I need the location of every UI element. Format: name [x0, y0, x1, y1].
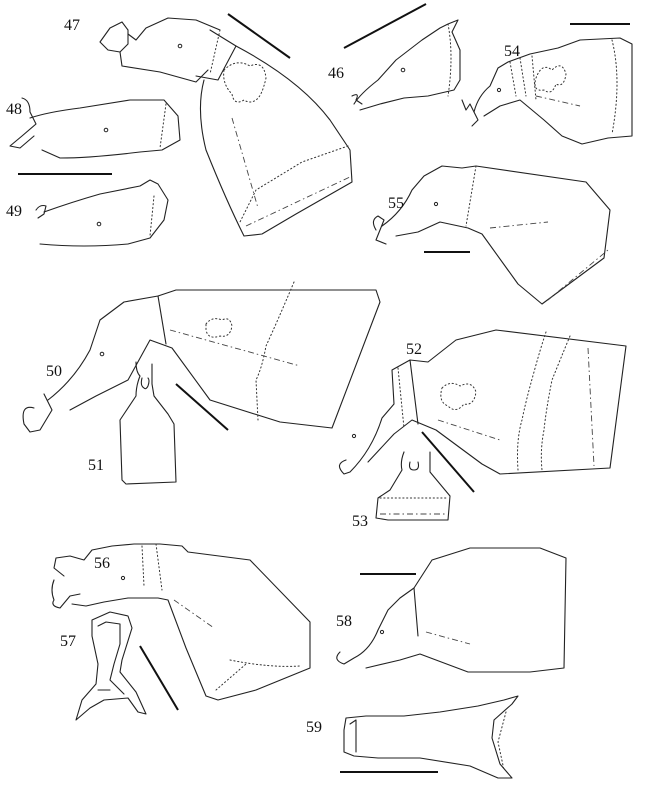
label-58: 58 — [336, 613, 352, 630]
label-50: 50 — [46, 363, 62, 380]
figure-49 — [35, 179, 169, 247]
label-55: 55 — [388, 195, 404, 212]
label-57: 57 — [60, 633, 76, 650]
label-47: 47 — [64, 17, 80, 34]
label-59: 59 — [306, 719, 322, 736]
figure-58 — [336, 547, 567, 673]
figure-55 — [372, 165, 611, 305]
label-46: 46 — [328, 65, 344, 82]
figure-52 — [338, 329, 627, 493]
figure-47 — [99, 13, 353, 237]
figure-48 — [9, 97, 181, 175]
figure-51 — [119, 361, 177, 485]
label-56: 56 — [94, 555, 110, 572]
figure-50 — [22, 281, 381, 433]
figure-59 — [340, 695, 519, 779]
figure-54 — [461, 23, 633, 145]
figure-56 — [51, 543, 311, 711]
label-51: 51 — [88, 457, 104, 474]
label-49: 49 — [6, 203, 22, 220]
label-48: 48 — [6, 101, 22, 118]
label-54: 54 — [504, 43, 520, 60]
figure-53 — [375, 451, 451, 521]
label-53: 53 — [352, 513, 368, 530]
figure-46 — [343, 3, 461, 111]
figure-57 — [75, 611, 147, 721]
label-52: 52 — [406, 341, 422, 358]
